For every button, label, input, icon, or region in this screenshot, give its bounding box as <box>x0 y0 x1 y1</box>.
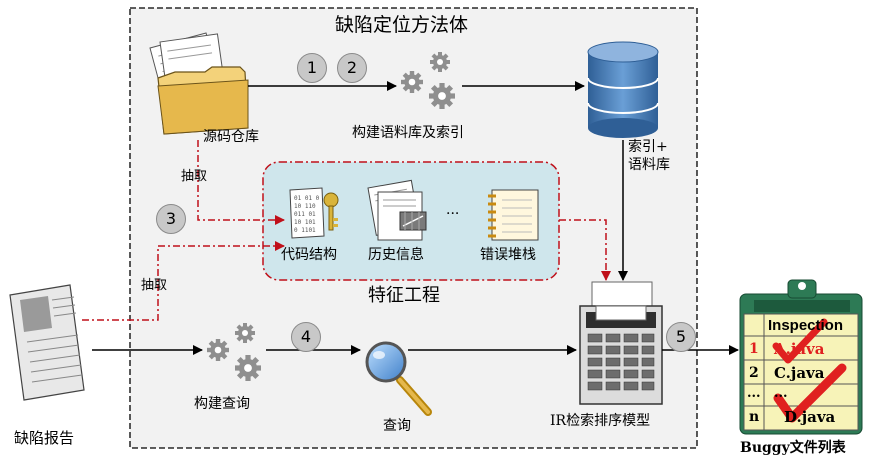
error-stack-label: 错误堆栈 <box>480 247 536 263</box>
row-4-index: n <box>749 409 760 425</box>
buggy-list-label: Buggy文件列表 <box>740 440 846 456</box>
inspection-header: Inspection <box>768 317 844 334</box>
history-doc-icon <box>367 179 427 241</box>
extract-arrows <box>82 140 611 321</box>
row-4-file: D.java <box>784 408 836 426</box>
index-corpus-label-2: 语料库 <box>628 157 670 173</box>
row-2-file: C.java <box>774 364 825 382</box>
svg-text:10 110: 10 110 <box>294 203 316 210</box>
calculator-icon <box>579 281 663 405</box>
bug-report-label: 缺陷报告 <box>14 429 75 447</box>
ir-model-label: IR检索排序模型 <box>550 413 651 429</box>
database-icon <box>587 41 659 138</box>
flow-arrows <box>92 81 739 355</box>
svg-text:0 1101: 0 1101 <box>294 227 316 234</box>
extract-label-bottom: 抽取 <box>141 278 168 293</box>
step-2-badge: 2 <box>337 53 367 83</box>
row-2-index: 2 <box>749 365 759 381</box>
extract-label-top: 抽取 <box>181 169 208 184</box>
folder-icon <box>149 32 249 135</box>
notepad-icon <box>488 189 539 241</box>
build-corpus-label: 构建语料库及索引 <box>352 125 464 141</box>
build-query-label: 构建查询 <box>194 396 250 412</box>
framework-title: 缺陷定位方法体 <box>335 14 469 36</box>
row-3-file: ... <box>774 386 788 401</box>
row-3-index: ... <box>747 386 761 401</box>
magnifier-icon <box>365 341 432 416</box>
check-icons <box>772 318 847 423</box>
ellipsis-label: ··· <box>446 206 460 222</box>
source-repo-label: 源码仓库 <box>203 129 259 145</box>
feature-engineering-label: 特征工程 <box>368 285 440 306</box>
code-structure-icon: 01 01 0 10 110 011 01 10 101 0 1101 <box>289 187 339 239</box>
query-label: 查询 <box>383 418 411 434</box>
svg-text:011 01: 011 01 <box>294 211 316 218</box>
step-3-badge: 3 <box>156 204 186 234</box>
code-structure-label: 代码结构 <box>281 247 337 263</box>
history-info-label: 历史信息 <box>368 247 424 263</box>
row-1-file: A.java <box>774 340 825 358</box>
step-4-badge: 4 <box>291 322 321 352</box>
row-1-index: 1 <box>749 341 759 357</box>
step-5-badge: 5 <box>666 322 696 352</box>
index-corpus-label-1: 索引+ <box>628 139 668 155</box>
bug-report-doc-icon <box>9 284 85 401</box>
svg-text:01 01 0: 01 01 0 <box>294 195 320 202</box>
step-1-badge: 1 <box>297 53 327 83</box>
svg-text:10 101: 10 101 <box>294 219 316 226</box>
